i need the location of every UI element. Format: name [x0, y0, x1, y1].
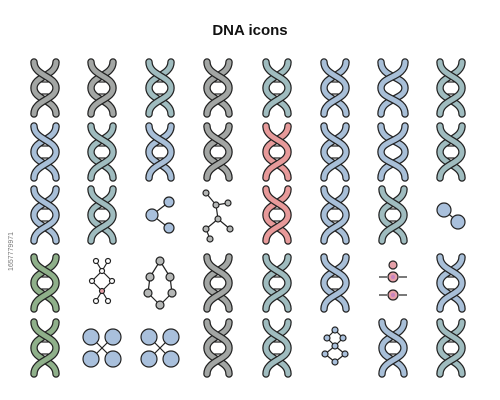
- page-title: DNA icons: [212, 22, 288, 39]
- helix-icon: [30, 58, 60, 118]
- helix-icon: [87, 185, 117, 245]
- helix-icon: [320, 122, 350, 182]
- helix-icon: [203, 253, 233, 313]
- helix-icon: [436, 122, 466, 182]
- helix-icon: [320, 58, 350, 118]
- molecule2-icon: [436, 202, 466, 230]
- lattice-icon: [88, 257, 116, 305]
- hexnet-icon: [143, 256, 177, 310]
- helix-icon: [203, 58, 233, 118]
- four-icon: [140, 328, 180, 368]
- helix-icon: [320, 253, 350, 313]
- helix-icon: [30, 253, 60, 313]
- chain-icon: [321, 326, 349, 366]
- helix-icon: [378, 185, 408, 245]
- branch-icon: [202, 189, 234, 243]
- helix-icon: [30, 185, 60, 245]
- helix-icon: [436, 318, 466, 378]
- helix-icon: [30, 122, 60, 182]
- helix-icon: [262, 58, 292, 118]
- helix-icon: [87, 122, 117, 182]
- helix-icon: [262, 253, 292, 313]
- helix-icon: [145, 122, 175, 182]
- helix-icon: [30, 318, 60, 378]
- molecule3-icon: [145, 196, 175, 234]
- loop-icon: [377, 122, 409, 182]
- helix-icon: [262, 185, 292, 245]
- helix-icon: [203, 318, 233, 378]
- loop-icon: [377, 58, 409, 118]
- helix-icon: [262, 122, 292, 182]
- helix-icon: [203, 122, 233, 182]
- helix-icon: [320, 185, 350, 245]
- helix-icon: [436, 58, 466, 118]
- helix-icon: [145, 58, 175, 118]
- four-icon: [82, 328, 122, 368]
- helix-icon: [436, 253, 466, 313]
- helix-icon: [378, 318, 408, 378]
- helix-icon: [87, 58, 117, 118]
- helix-icon: [262, 318, 292, 378]
- cells-icon: [379, 260, 407, 301]
- stock-id: 1657779971: [8, 232, 15, 271]
